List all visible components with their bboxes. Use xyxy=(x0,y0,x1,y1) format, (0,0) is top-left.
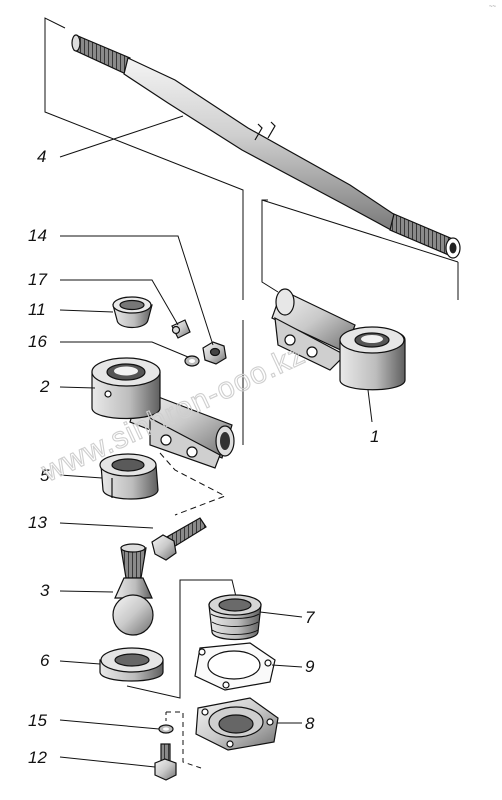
ball-pin-part-3 xyxy=(112,543,154,636)
callout-16: 16 xyxy=(28,332,47,351)
callout-1: 1 xyxy=(370,427,379,446)
bushing-part-11 xyxy=(112,296,153,329)
liner-part-6 xyxy=(99,647,164,682)
grease-fitting-part-17 xyxy=(171,319,191,339)
callout-5: 5 xyxy=(40,466,50,485)
callout-13: 13 xyxy=(28,513,47,532)
tie-rod-part-4 xyxy=(71,34,461,259)
callout-14: 14 xyxy=(28,226,47,245)
callout-11: 11 xyxy=(28,300,46,319)
small-bolt-part-12 xyxy=(154,743,177,781)
gasket-part-9 xyxy=(194,642,276,691)
callout-15: 15 xyxy=(28,711,47,730)
spring-part-7 xyxy=(208,594,262,641)
spring-washer-part-16 xyxy=(184,355,200,367)
washer-part-15 xyxy=(158,724,174,734)
callout-labels: 4 14 17 11 16 2 1 5 13 3 7 6 9 15 8 12 xyxy=(28,147,379,767)
watermark-text: www.sinhron-ooo.kz xyxy=(36,337,310,488)
assembly-guide-lines xyxy=(44,17,459,769)
callout-12: 12 xyxy=(28,748,47,767)
callout-8: 8 xyxy=(305,714,315,733)
callout-3: 3 xyxy=(40,581,50,600)
cover-part-8 xyxy=(195,697,279,751)
callout-4: 4 xyxy=(37,147,46,166)
clamp-ring-part-5 xyxy=(99,453,159,500)
callout-7: 7 xyxy=(305,608,315,627)
callout-17: 17 xyxy=(28,270,47,289)
bolt-part-13 xyxy=(151,517,207,561)
tie-rod-end-part-2 xyxy=(91,357,235,469)
callout-9: 9 xyxy=(305,657,315,676)
corner-mark: ~~ xyxy=(489,4,497,10)
leader-lines xyxy=(59,115,373,768)
nut-part-14 xyxy=(202,341,227,365)
callout-6: 6 xyxy=(40,651,50,670)
tie-rod-end-part-1 xyxy=(271,288,406,391)
callout-2: 2 xyxy=(39,377,50,396)
